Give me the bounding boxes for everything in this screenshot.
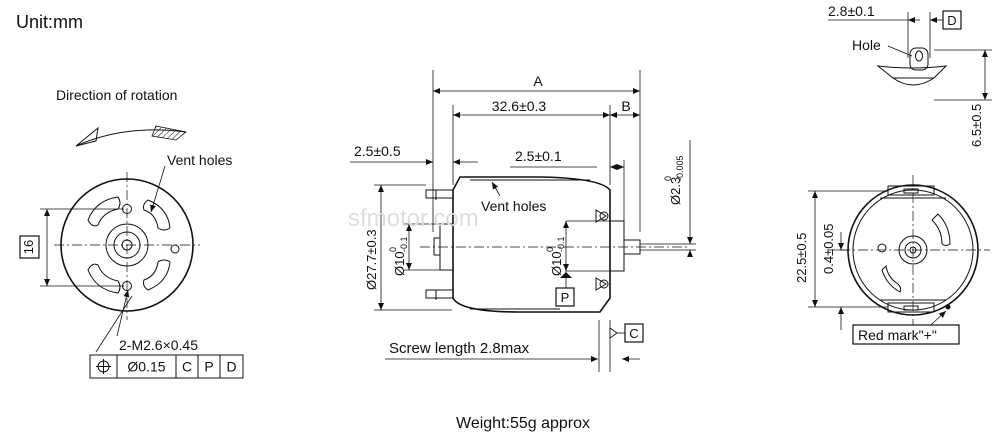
- dim-left-boss-tol-lower: -0.1: [399, 236, 409, 252]
- dim-terminal-height: 6.5±0.5: [969, 104, 984, 147]
- dim-body-diameter: Ø27.7±0.3: [364, 229, 379, 290]
- terminal-detail: [828, 12, 992, 101]
- height-dimension-box: [19, 235, 40, 259]
- dim-B: B: [621, 98, 630, 114]
- dim-shaft-diameter: Ø2.3 0 -0.005: [663, 155, 685, 205]
- side-watermark: sfmotor.com: [348, 205, 479, 232]
- dim-right-boss-tol-lower: -0.1: [556, 236, 566, 252]
- datum-d: D: [947, 13, 956, 28]
- front-view: [40, 165, 200, 353]
- dim-body-length: 32.6±0.3: [492, 98, 547, 114]
- datum-p: P: [561, 290, 570, 305]
- dim-terminal-width: 2.8±0.1: [828, 3, 875, 19]
- tolerance-datum-c: C: [182, 359, 192, 375]
- hole-label: Hole: [852, 37, 881, 53]
- rotation-arrow-icon: [75, 125, 187, 147]
- thread-label: 2-M2.6×0.45: [119, 337, 198, 353]
- rear-view: [808, 175, 990, 334]
- rotation-label: Direction of rotation: [56, 87, 177, 103]
- datum-d-box: [942, 10, 962, 30]
- dim-right-boss-diameter: Ø10 0 -0.1: [545, 236, 566, 276]
- tolerance-datum-d: D: [226, 359, 236, 375]
- dim-left-boss-tol-upper: 0: [388, 247, 398, 252]
- dim-shaft-tol-lower: -0.005: [675, 155, 685, 181]
- tolerance-value: Ø0.15: [127, 359, 165, 375]
- height-dimension-value: 16: [21, 240, 36, 254]
- dim-shaft-base: Ø2.3: [668, 177, 683, 205]
- dim-right-boss: 2.5±0.1: [515, 148, 562, 164]
- dim-left-boss: 2.5±0.5: [354, 143, 401, 159]
- datum-c-box: [624, 323, 644, 343]
- dim-offset: 0.4±0.05: [821, 223, 836, 274]
- front-vent-label: Vent holes: [167, 152, 232, 168]
- tolerance-frame: [89, 354, 244, 379]
- unit-label: Unit:mm: [16, 12, 83, 32]
- tolerance-datum-p: P: [204, 359, 213, 375]
- dim-shaft-tol-upper: 0: [663, 176, 673, 181]
- dim-right-boss-base: Ø10: [549, 251, 564, 276]
- side-vent-label: Vent holes: [481, 198, 546, 214]
- dim-right-boss-tol-upper: 0: [545, 247, 555, 252]
- screw-length-label: Screw length 2.8max: [389, 340, 530, 357]
- dim-left-boss-base: Ø10: [392, 251, 407, 276]
- dim-left-boss-diameter: Ø10 0 -0.1: [388, 236, 409, 276]
- red-mark-box: [852, 324, 960, 345]
- dim-terminal-spacing: 22.5±0.5: [794, 232, 809, 283]
- datum-p-box: [555, 287, 575, 307]
- datum-c: C: [629, 326, 638, 341]
- dim-A: A: [533, 73, 543, 89]
- red-mark-label: Red mark"+": [858, 327, 937, 343]
- weight-label: Weight:55g approx: [456, 415, 590, 432]
- side-view: [350, 70, 696, 372]
